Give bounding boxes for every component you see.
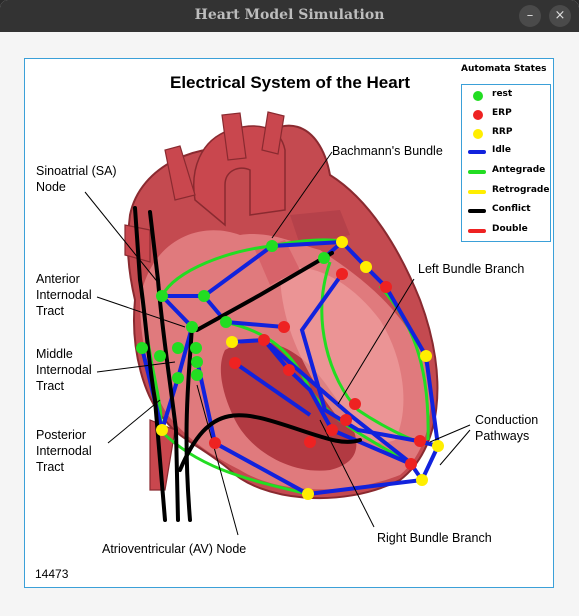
bachmann-label: Bachmann's Bundle bbox=[332, 144, 443, 158]
erp-swatch bbox=[473, 110, 483, 120]
automaton-node bbox=[191, 356, 203, 368]
automaton-node bbox=[229, 357, 241, 369]
automaton-node bbox=[186, 321, 198, 333]
conduction-pathways-label: Conduction Pathways bbox=[475, 413, 542, 443]
automaton-node bbox=[340, 414, 352, 426]
step-counter: 14473 bbox=[35, 567, 69, 581]
automaton-node bbox=[416, 474, 428, 486]
automaton-node bbox=[209, 437, 221, 449]
legend-item-antegrade: Antegrade bbox=[462, 163, 552, 181]
close-button[interactable]: × bbox=[549, 5, 571, 27]
automaton-node bbox=[360, 261, 372, 273]
automaton-node bbox=[154, 350, 166, 362]
legend-label: ERP bbox=[492, 108, 512, 118]
automaton-node bbox=[336, 236, 348, 248]
automaton-node bbox=[420, 350, 432, 362]
automata-nodes bbox=[136, 236, 444, 500]
automaton-node bbox=[172, 342, 184, 354]
rrp-swatch bbox=[473, 129, 483, 139]
automaton-node bbox=[283, 364, 295, 376]
automaton-node bbox=[136, 342, 148, 354]
automaton-node bbox=[191, 369, 203, 381]
double-swatch bbox=[468, 229, 486, 233]
posterior-tract-label: Posterior Internodal Tract bbox=[36, 428, 95, 474]
automaton-node bbox=[380, 281, 392, 293]
av-node-label: Atrioventricular (AV) Node bbox=[102, 542, 246, 556]
automaton-node bbox=[336, 268, 348, 280]
automaton-node bbox=[226, 336, 238, 348]
window-title: Heart Model Simulation bbox=[194, 7, 385, 23]
diagram-title: Electrical System of the Heart bbox=[170, 73, 410, 92]
anterior-tract-label: Anterior Internodal Tract bbox=[36, 272, 95, 318]
right-bundle-label: Right Bundle Branch bbox=[377, 531, 492, 545]
automaton-node bbox=[302, 488, 314, 500]
automaton-node bbox=[304, 436, 316, 448]
conflict-swatch bbox=[468, 209, 486, 213]
automaton-node bbox=[326, 424, 338, 436]
legend-label: Retrograde bbox=[492, 185, 550, 195]
automaton-node bbox=[172, 372, 184, 384]
automaton-node bbox=[190, 342, 202, 354]
legend-item-erp: ERP bbox=[462, 106, 552, 124]
legend-item-double: Double bbox=[462, 222, 552, 240]
automaton-node bbox=[258, 334, 270, 346]
conflict-pathways bbox=[133, 206, 362, 522]
legend-label: rest bbox=[492, 89, 513, 99]
legend-item-idle: Idle bbox=[462, 143, 552, 161]
label-pointers bbox=[84, 151, 471, 536]
automaton-node bbox=[220, 316, 232, 328]
idle-swatch bbox=[468, 150, 486, 154]
legend-item-rrp: RRP bbox=[462, 125, 552, 143]
middle-tract-label: Middle Internodal Tract bbox=[36, 347, 95, 393]
automaton-node bbox=[156, 424, 168, 436]
left-bundle-label: Left Bundle Branch bbox=[418, 262, 524, 276]
automaton-node bbox=[414, 435, 426, 447]
legend-label: RRP bbox=[492, 127, 513, 137]
legend-item-conflict: Conflict bbox=[462, 202, 552, 220]
legend-label: Conflict bbox=[492, 204, 531, 214]
legend-title: Automata States bbox=[461, 64, 547, 74]
retrograde-swatch bbox=[468, 190, 486, 194]
automaton-node bbox=[432, 440, 444, 452]
minimize-button[interactable]: – bbox=[519, 5, 541, 27]
legend-item-rest: rest bbox=[462, 87, 552, 105]
legend-label: Idle bbox=[492, 145, 511, 155]
automaton-node bbox=[318, 252, 330, 264]
automaton-node bbox=[198, 290, 210, 302]
legend-label: Antegrade bbox=[492, 165, 546, 175]
antegrade-swatch bbox=[468, 170, 486, 174]
automaton-node bbox=[156, 290, 168, 302]
automaton-node bbox=[266, 240, 278, 252]
automaton-node bbox=[349, 398, 361, 410]
rest-swatch bbox=[473, 91, 483, 101]
automaton-node bbox=[405, 458, 417, 470]
title-bar: Heart Model Simulation – × bbox=[0, 0, 579, 32]
sa-node-label: Sinoatrial (SA) Node bbox=[36, 164, 120, 194]
automaton-node bbox=[278, 321, 290, 333]
legend-label: Double bbox=[492, 224, 528, 234]
legend: rest ERP RRP Idle Antegrade Retrograde C… bbox=[461, 84, 551, 242]
legend-item-retrograde: Retrograde bbox=[462, 183, 552, 201]
